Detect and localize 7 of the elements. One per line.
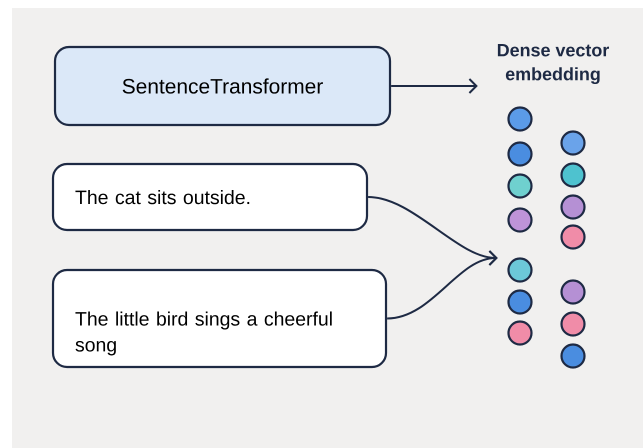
embedding-dots-drawing [507,106,586,369]
sentence-box: The little bird sings a cheerful song [52,268,388,368]
sentence-box: The cat sits outside. [52,162,368,232]
model-box: SentenceTransformer [54,46,392,126]
output-label: Dense vector embedding [498,44,610,84]
arrow [391,78,478,94]
arrow [387,250,498,320]
